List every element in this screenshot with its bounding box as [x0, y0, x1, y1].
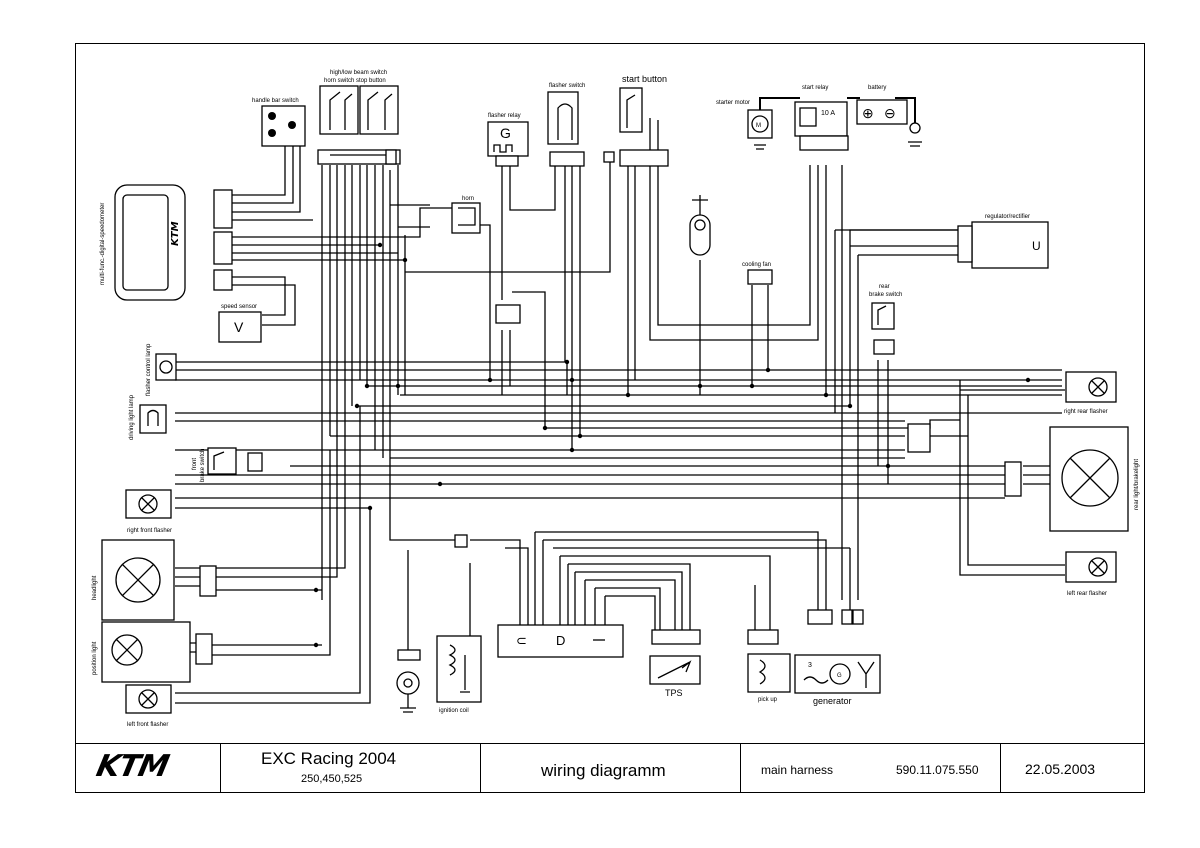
date-cell: 22.05.2003: [1000, 743, 1145, 793]
flasher-relay: G flasher relay: [487, 113, 529, 167]
document-title: wiring diagramm: [541, 761, 666, 780]
svg-text:G: G: [837, 673, 842, 679]
regulator: U regulator/rectifier: [957, 214, 1049, 269]
date-value: 22.05.2003: [1025, 761, 1096, 777]
headlight-label: headlight: [92, 575, 98, 600]
wire-grid: [175, 120, 1065, 704]
speedo-logo: KTM: [170, 221, 181, 246]
model-cell: EXC Racing 2004 250,450,525: [220, 743, 480, 793]
position-light: position light: [92, 621, 213, 683]
inline-connectors: [454, 304, 521, 548]
cooling-fan-label: cooling fan: [742, 262, 771, 268]
pick-up: pick up: [747, 629, 791, 703]
tps-label: TPS: [665, 688, 683, 698]
flasher-relay-symbol: G: [500, 125, 511, 141]
ignition-coil-label: ignition coil: [439, 708, 469, 714]
speedometer: KTM multi-func.-digital-speedometer: [100, 184, 233, 301]
drawing-frame: [75, 43, 1145, 793]
rear-light: rear light/brakelight: [907, 423, 1140, 532]
pick-up-label: pick up: [758, 697, 778, 703]
ignition-coil: ignition coil: [436, 635, 482, 714]
generator-label: generator: [813, 696, 852, 706]
fuse-element: [689, 195, 711, 256]
flasher-control-lamp: flasher control lamp: [146, 343, 177, 396]
starter-motor-label: starter motor: [716, 100, 750, 106]
flasher-control-lamp-label: flasher control lamp: [146, 343, 152, 396]
generator: 3 G generator: [794, 609, 881, 706]
left-rear-flasher: left rear flasher: [1065, 551, 1117, 597]
beam-switch-label: high/low beam switch: [330, 70, 387, 76]
speedometer-label: multi-func.-digital-speedometer: [100, 203, 106, 285]
cdi-unit: ⊂ D: [497, 624, 624, 658]
position-light-label: position light: [92, 641, 98, 675]
generator-phase: 3: [808, 662, 812, 669]
speed-sensor: V speed sensor: [218, 304, 262, 343]
beam-switch: high/low beam switch horn switch stop bu…: [317, 70, 401, 165]
flasher-switch-label: flasher switch: [549, 83, 585, 89]
harness-cell: main harness 590.11.075.550: [740, 743, 1000, 793]
headlight: headlight: [92, 539, 217, 621]
ktm-logo: KTM: [93, 749, 172, 784]
speed-sensor-label: speed sensor: [221, 304, 257, 310]
battery: ⊕ ⊖ battery: [847, 85, 922, 147]
rear-brake-label-1: rear: [879, 284, 890, 290]
start-button-label: start button: [622, 74, 667, 84]
svg-text:⊖: ⊖: [884, 105, 896, 121]
regulator-symbol: U: [1032, 239, 1041, 253]
small-connector: [385, 149, 615, 165]
spark-plug: [396, 649, 421, 713]
title-block: [75, 743, 1145, 793]
horn: horn: [451, 196, 481, 234]
speed-sensor-symbol: V: [234, 319, 244, 335]
document-cell: wiring diagramm: [480, 743, 740, 793]
regulator-label: regulator/rectifier: [985, 214, 1030, 220]
part-number: 590.11.075.550: [896, 763, 979, 777]
rear-light-label: rear light/brakelight: [1134, 459, 1140, 510]
front-brake-switch: front brake switch: [192, 447, 263, 482]
driving-light-label: driving light lamp: [129, 394, 135, 440]
horn-stop-label: horn switch stop button: [324, 78, 386, 84]
model-variants: 250,450,525: [301, 773, 363, 785]
front-brake-label-1: front: [192, 458, 198, 470]
flasher-switch: flasher switch: [547, 83, 585, 167]
right-front-flasher-label: right front flasher: [127, 528, 172, 534]
relay-rating: 10 A: [821, 110, 835, 117]
harness-label: main harness: [761, 763, 834, 777]
junction-dots: [313, 242, 1031, 648]
right-rear-flasher: right rear flasher: [1064, 371, 1117, 415]
model-name: EXC Racing 2004: [261, 749, 397, 768]
start-relay: 10 A start relay: [794, 85, 849, 151]
svg-text:⊂: ⊂: [516, 633, 527, 648]
left-front-flasher: left front flasher: [125, 684, 172, 728]
svg-text:⊕: ⊕: [862, 105, 874, 121]
tps: TPS: [649, 629, 701, 698]
svg-text:D: D: [556, 633, 565, 648]
handle-bar-switch-label: handle bar switch: [252, 98, 299, 104]
rear-brake-label-2: brake switch: [869, 292, 902, 298]
start-button: start button: [619, 74, 669, 167]
start-relay-label: start relay: [802, 85, 828, 91]
left-rear-flasher-label: left rear flasher: [1067, 591, 1107, 597]
starter-motor: M starter motor: [716, 97, 800, 150]
logo-cell: KTM: [75, 743, 220, 793]
battery-label: battery: [868, 85, 886, 91]
right-front-flasher: right front flasher: [125, 489, 172, 534]
horn-label: horn: [462, 196, 474, 202]
cooling-fan: cooling fan: [742, 262, 773, 285]
svg-text:M: M: [756, 123, 761, 129]
left-front-flasher-label: left front flasher: [127, 722, 168, 728]
rear-brake-switch: rear brake switch: [869, 284, 902, 355]
flasher-relay-label: flasher relay: [488, 113, 521, 119]
driving-light-lamp: driving light lamp: [129, 394, 167, 440]
front-brake-label-2: brake switch: [200, 449, 206, 482]
right-rear-flasher-label: right rear flasher: [1064, 409, 1108, 415]
handle-bar-switch: handle bar switch: [252, 98, 306, 147]
